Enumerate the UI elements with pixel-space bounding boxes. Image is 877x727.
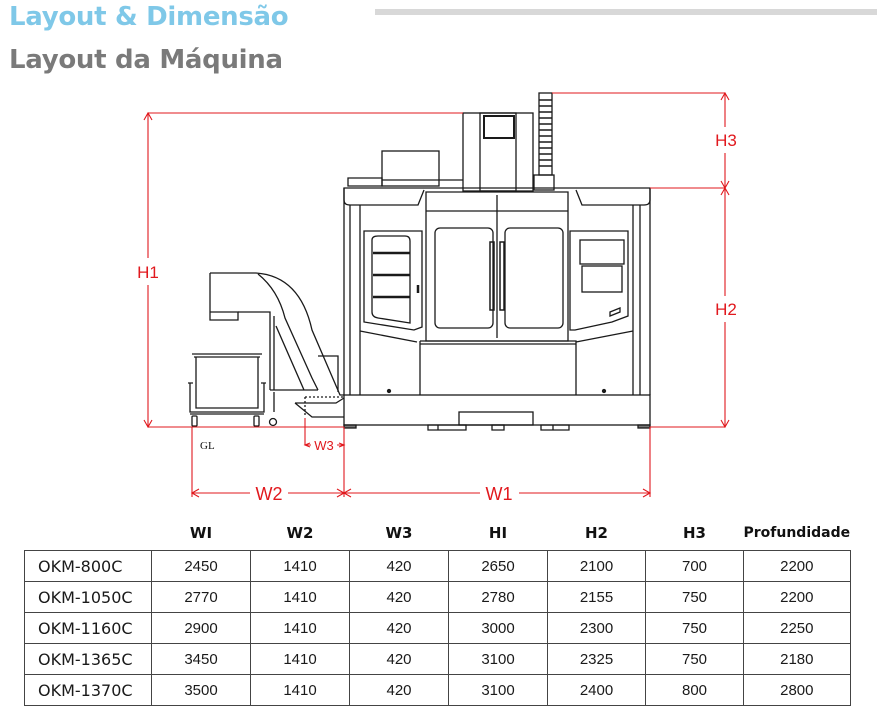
cell-h1: 2780 xyxy=(448,581,548,613)
table-row: OKM-1365C 3450 1410 420 3100 2325 750 21… xyxy=(24,643,851,675)
cell-h3: 750 xyxy=(645,612,744,644)
cell-w3: 420 xyxy=(349,581,449,613)
dimensions-table: WI W2 W3 HI H2 H3 Profundidade OKM-800C … xyxy=(24,515,851,706)
cell-depth: 2250 xyxy=(743,612,851,644)
cell-w3: 420 xyxy=(349,674,449,706)
cell-model: OKM-1050C xyxy=(24,581,152,613)
ground-line-label: GL xyxy=(200,440,215,452)
cell-w3: 420 xyxy=(349,643,449,675)
cell-model: OKM-800C xyxy=(24,550,152,582)
cell-w2: 1410 xyxy=(250,581,350,613)
cell-w1: 3500 xyxy=(151,674,251,706)
cell-h3: 700 xyxy=(645,550,744,582)
dim-label-w3: W3 xyxy=(314,438,334,453)
cell-w1: 3450 xyxy=(151,643,251,675)
table-row: OKM-1160C 2900 1410 420 3000 2300 750 22… xyxy=(24,612,851,644)
column-header-w3: W3 xyxy=(385,523,413,542)
cell-h2: 2325 xyxy=(547,643,646,675)
table-header-row: WI W2 W3 HI H2 H3 Profundidade xyxy=(25,515,851,551)
cell-w1: 2770 xyxy=(151,581,251,613)
header-divider xyxy=(375,9,877,15)
dimension-labels: H1 H3 H2 W2 W1 W3 GL xyxy=(137,131,737,504)
cell-h2: 2100 xyxy=(547,550,646,582)
column-header-w2: W2 xyxy=(286,523,314,542)
column-header-depth: Profundidade xyxy=(743,524,851,541)
cell-model: OKM-1370C xyxy=(24,674,152,706)
cell-w2: 1410 xyxy=(250,674,350,706)
column-header-h1: HI xyxy=(488,523,508,542)
table-row: OKM-1050C 2770 1410 420 2780 2155 750 22… xyxy=(24,581,851,613)
table-row: OKM-800C 2450 1410 420 2650 2100 700 220… xyxy=(24,550,851,582)
cell-depth: 2800 xyxy=(743,674,851,706)
cell-h2: 2155 xyxy=(547,581,646,613)
cell-w1: 2900 xyxy=(151,612,251,644)
cell-w3: 420 xyxy=(349,612,449,644)
cell-h2: 2300 xyxy=(547,612,646,644)
dim-label-h2: H2 xyxy=(715,300,737,319)
cell-h1: 2650 xyxy=(448,550,548,582)
dim-label-h1: H1 xyxy=(137,263,159,282)
cell-h1: 3100 xyxy=(448,643,548,675)
chip-conveyor xyxy=(209,272,345,427)
cell-w2: 1410 xyxy=(250,643,350,675)
section-subtitle: Layout da Máquina xyxy=(9,45,283,75)
dimension-lines xyxy=(143,91,730,498)
chip-bin xyxy=(188,353,266,427)
cell-w3: 420 xyxy=(349,550,449,582)
cell-w1: 2450 xyxy=(151,550,251,582)
cell-depth: 2180 xyxy=(743,643,851,675)
machine-outline xyxy=(343,92,651,431)
cell-h3: 750 xyxy=(645,581,744,613)
column-header-w1: WI xyxy=(189,523,213,542)
cell-w2: 1410 xyxy=(250,550,350,582)
column-header-h3: H3 xyxy=(683,523,706,542)
cell-h2: 2400 xyxy=(547,674,646,706)
dim-label-w1: W1 xyxy=(486,484,513,504)
cell-depth: 2200 xyxy=(743,550,851,582)
cell-h1: 3000 xyxy=(448,612,548,644)
cell-model: OKM-1365C xyxy=(24,643,152,675)
section-title: Layout & Dimensão xyxy=(9,2,289,32)
machine-layout-drawing: H1 H3 H2 W2 W1 W3 GL xyxy=(137,91,737,504)
cell-model: OKM-1160C xyxy=(24,612,152,644)
cell-w2: 1410 xyxy=(250,612,350,644)
dim-label-h3: H3 xyxy=(715,131,737,150)
column-header-model xyxy=(25,515,152,551)
column-header-h2: H2 xyxy=(585,523,608,542)
cell-h3: 750 xyxy=(645,643,744,675)
table-row: OKM-1370C 3500 1410 420 3100 2400 800 28… xyxy=(24,674,851,706)
cell-h3: 800 xyxy=(645,674,744,706)
dim-label-w2: W2 xyxy=(256,484,283,504)
cell-h1: 3100 xyxy=(448,674,548,706)
cell-depth: 2200 xyxy=(743,581,851,613)
